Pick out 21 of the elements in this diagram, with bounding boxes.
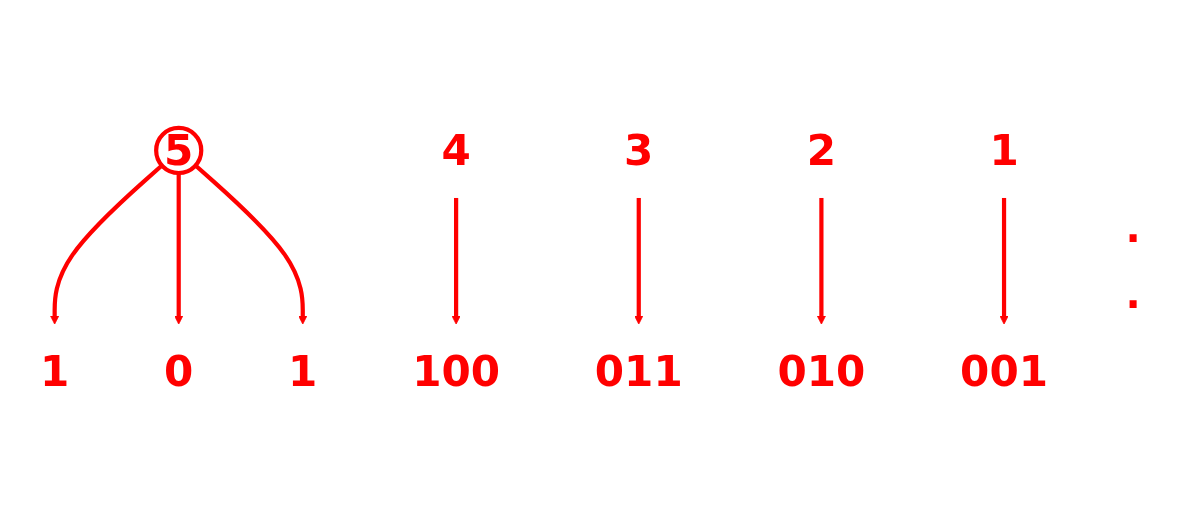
arrow: [50, 163, 164, 325]
arrow: [194, 163, 308, 325]
arrow: [174, 173, 184, 325]
node-text: 3: [624, 126, 654, 175]
decimal-point: .: [1125, 205, 1141, 251]
arrow: [634, 197, 644, 325]
node-text: 1: [288, 347, 318, 396]
node-text: 0: [164, 347, 194, 396]
arrow: [999, 197, 1009, 325]
node-text: 011: [594, 347, 683, 396]
node-text: 1: [989, 126, 1019, 175]
decimal-point: .: [1125, 271, 1141, 317]
arrow: [816, 197, 827, 325]
node-text: 100: [412, 347, 501, 396]
arrow: [451, 197, 461, 325]
node-text: 010: [777, 347, 866, 396]
node-circle: 5: [154, 125, 204, 176]
node-text: 4: [441, 126, 471, 175]
node-text: 1: [40, 347, 70, 396]
node-text: 2: [806, 126, 837, 175]
node-text: 001: [960, 347, 1048, 396]
